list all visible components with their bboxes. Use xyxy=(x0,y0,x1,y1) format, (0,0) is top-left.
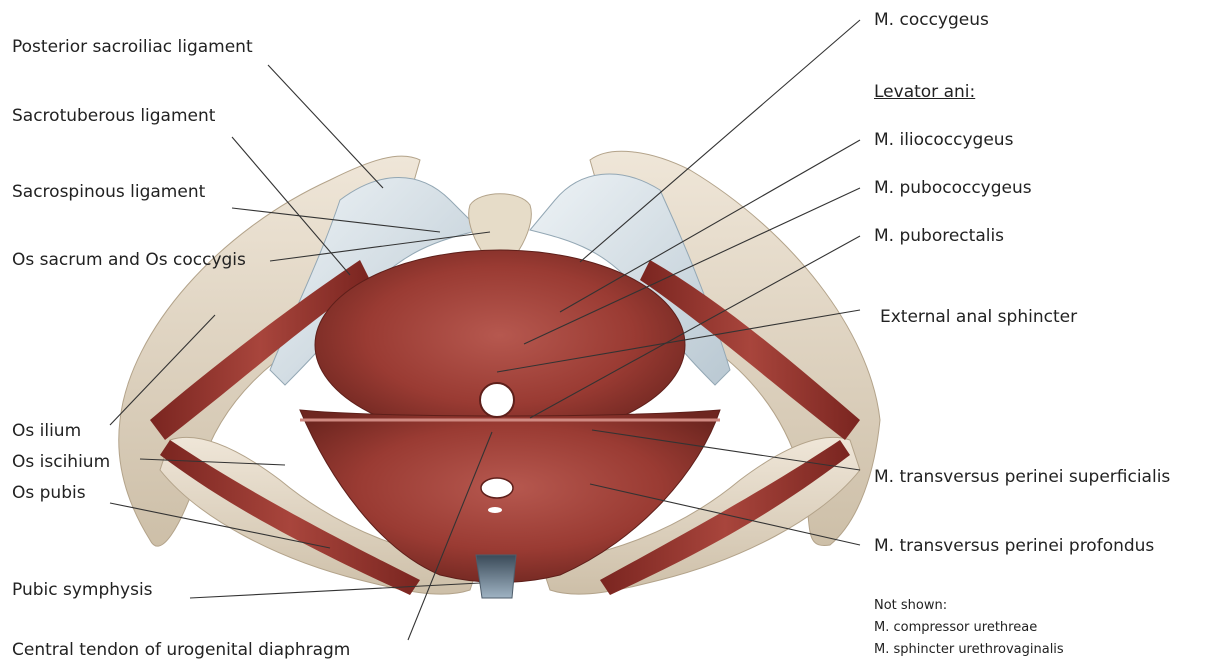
not-shown-item-sphincter-urethrovaginalis: M. sphincter urethrovaginalis xyxy=(874,642,1064,658)
label-m-pubococcygeus: M. pubococcygeus xyxy=(874,178,1032,198)
label-transversus-perinei-superficialis: M. transversus perinei superficialis xyxy=(874,467,1170,487)
label-levator-ani-heading: Levator ani: xyxy=(874,82,975,102)
label-os-ischium: Os iscihium xyxy=(12,452,110,472)
label-sacrotuberous-ligament: Sacrotuberous ligament xyxy=(12,106,215,126)
anal-opening xyxy=(480,383,514,417)
not-shown-item-compressor-urethreae: M. compressor urethreae xyxy=(874,620,1037,636)
pubic-symphysis-shape xyxy=(476,555,516,598)
label-central-tendon: Central tendon of urogenital diaphragm xyxy=(12,640,350,660)
label-os-ilium: Os ilium xyxy=(12,421,81,441)
not-shown-heading: Not shown: xyxy=(874,598,947,614)
urethral-opening xyxy=(488,507,502,513)
label-pubic-symphysis: Pubic symphysis xyxy=(12,580,153,600)
label-posterior-sacroiliac-ligament: Posterior sacroiliac ligament xyxy=(12,37,253,57)
label-m-iliococcygeus: M. iliococcygeus xyxy=(874,130,1013,150)
label-transversus-perinei-profundus: M. transversus perinei profondus xyxy=(874,536,1154,556)
label-os-pubis: Os pubis xyxy=(12,483,86,503)
label-sacrospinous-ligament: Sacrospinous ligament xyxy=(12,182,205,202)
label-external-anal-sphincter: External anal sphincter xyxy=(880,307,1077,327)
label-m-puborectalis: M. puborectalis xyxy=(874,226,1004,246)
vaginal-opening xyxy=(481,478,513,498)
label-os-sacrum-coccygis: Os sacrum and Os coccygis xyxy=(12,250,246,270)
label-m-coccygeus: M. coccygeus xyxy=(874,10,989,30)
